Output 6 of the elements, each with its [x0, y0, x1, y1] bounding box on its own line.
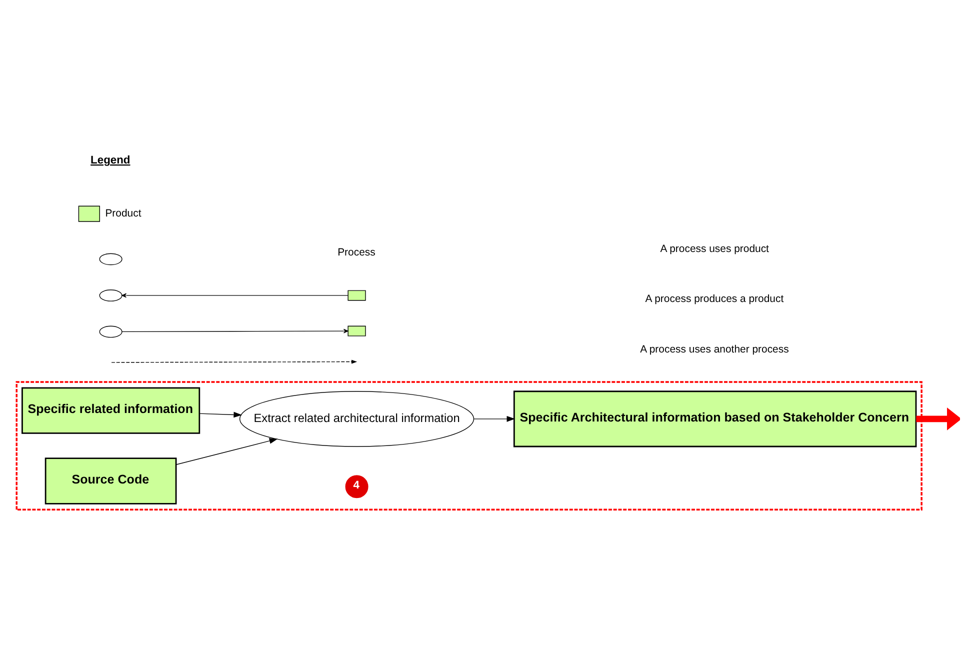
legend-label: A process uses product [660, 244, 769, 255]
legend-label: Product [105, 208, 142, 220]
legend-label: A process produces a product [645, 294, 784, 306]
label: Legend [90, 154, 130, 166]
legend-label: A process uses another process [640, 344, 789, 356]
legend-label: Process [338, 247, 376, 258]
